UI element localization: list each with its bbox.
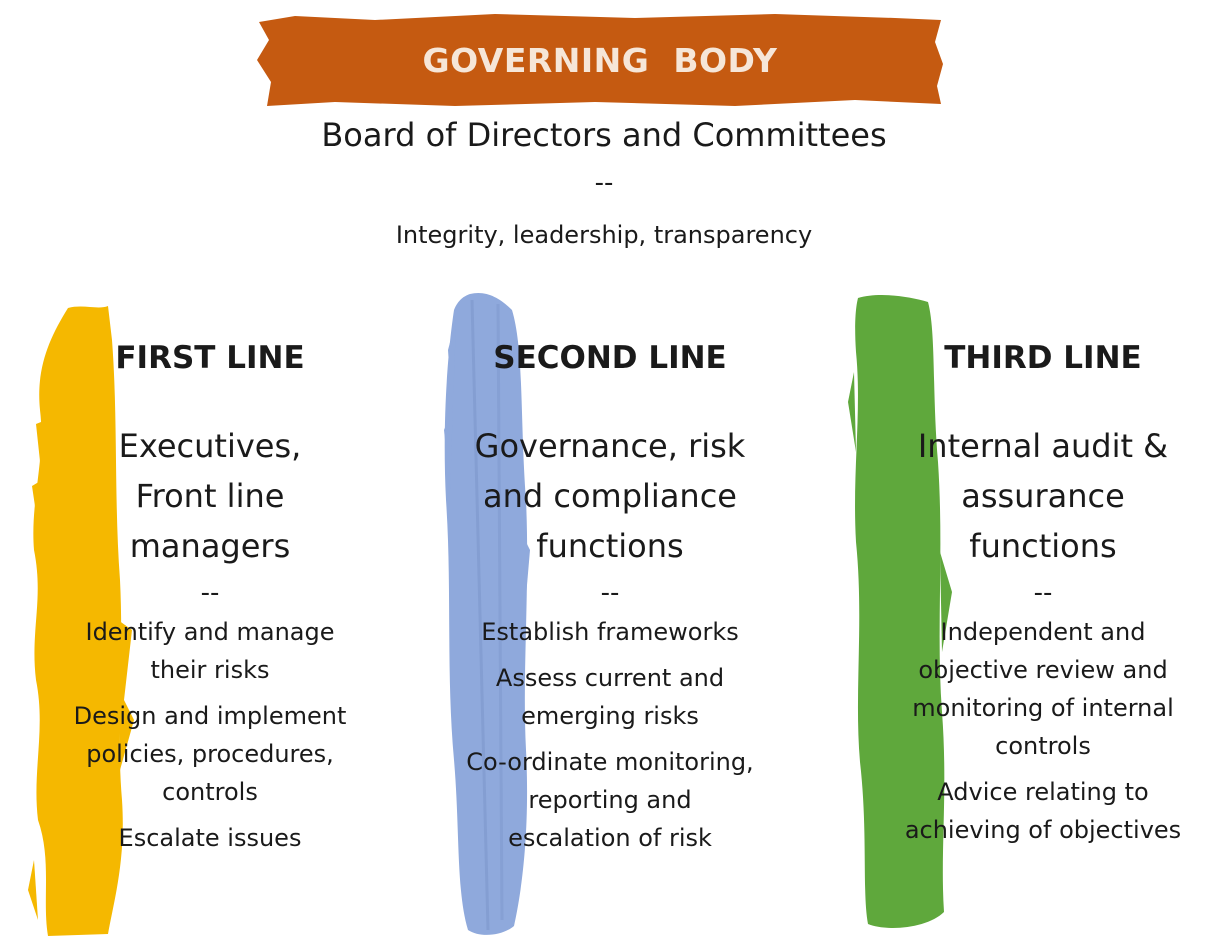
roles-line: Executives, xyxy=(118,427,302,465)
item-line: Independent and xyxy=(940,618,1146,646)
roles-line: Internal audit & xyxy=(917,427,1169,465)
governing-body-separator: -- xyxy=(594,168,614,198)
roles-line: Front line xyxy=(135,477,285,515)
second-line-brush-stroke xyxy=(428,290,538,939)
item-line: Advice relating to xyxy=(937,778,1149,806)
list-item: Advice relating to achieving of objectiv… xyxy=(873,773,1208,849)
governing-body-values: Integrity, leadership, transparency xyxy=(395,221,813,249)
governing-body-label: GOVERNING BODY xyxy=(422,40,778,80)
governing-body-banner: GOVERNING BODY xyxy=(255,12,945,108)
third-line-separator: -- xyxy=(1033,578,1053,608)
item-line: escalation of risk xyxy=(508,824,712,852)
first-line-roles: Executives, Front line managers xyxy=(40,421,380,571)
second-line-column: SECOND LINE Governance, risk and complia… xyxy=(440,333,780,865)
board-subtitle: Board of Directors and Committees xyxy=(321,116,887,154)
list-item: Design and implement policies, procedure… xyxy=(40,697,380,811)
third-line-roles: Internal audit & assurance functions xyxy=(873,421,1208,571)
third-line-column: THIRD LINE Internal audit & assurance fu… xyxy=(873,333,1208,857)
second-line-separator: -- xyxy=(600,578,620,608)
item-line: emerging risks xyxy=(521,702,699,730)
second-line-items: Establish frameworks Assess current and … xyxy=(440,613,780,857)
roles-line: and compliance xyxy=(483,477,737,515)
second-line-title: SECOND LINE xyxy=(493,340,727,376)
roles-line: managers xyxy=(129,527,291,565)
item-line: controls xyxy=(995,732,1091,760)
item-line: achieving of objectives xyxy=(904,816,1182,844)
list-item: Independent and objective review and mon… xyxy=(873,613,1208,765)
item-line: Establish frameworks xyxy=(481,618,739,646)
first-line-items: Identify and manage their risks Design a… xyxy=(40,613,380,857)
roles-line: assurance xyxy=(961,477,1125,515)
item-line: policies, procedures, xyxy=(86,740,334,768)
first-line-brush-stroke xyxy=(28,300,138,940)
list-item: Establish frameworks xyxy=(440,613,780,651)
list-item: Escalate issues xyxy=(40,819,380,857)
item-line: controls xyxy=(162,778,258,806)
item-line: reporting and xyxy=(528,786,692,814)
item-line: monitoring of internal xyxy=(912,694,1174,722)
item-line: Identify and manage xyxy=(85,618,335,646)
item-line: Assess current and xyxy=(495,664,725,692)
roles-line: functions xyxy=(969,527,1117,565)
roles-line: functions xyxy=(536,527,684,565)
list-item: Co-ordinate monitoring, reporting and es… xyxy=(440,743,780,857)
item-line: Escalate issues xyxy=(118,824,302,852)
item-line: their risks xyxy=(150,656,270,684)
third-line-items: Independent and objective review and mon… xyxy=(873,613,1208,849)
first-line-title: FIRST LINE xyxy=(115,340,305,376)
item-line: Design and implement xyxy=(73,702,347,730)
second-line-roles: Governance, risk and compliance function… xyxy=(440,421,780,571)
third-line-brush-stroke xyxy=(848,292,958,934)
item-line: Co-ordinate monitoring, xyxy=(466,748,754,776)
item-line: objective review and xyxy=(918,656,1168,684)
roles-line: Governance, risk xyxy=(474,427,746,465)
third-line-title: THIRD LINE xyxy=(944,340,1142,376)
first-line-separator: -- xyxy=(200,578,220,608)
list-item: Identify and manage their risks xyxy=(40,613,380,689)
list-item: Assess current and emerging risks xyxy=(440,659,780,735)
banner-brush-shape xyxy=(257,14,943,106)
first-line-column: FIRST LINE Executives, Front line manage… xyxy=(40,333,380,865)
